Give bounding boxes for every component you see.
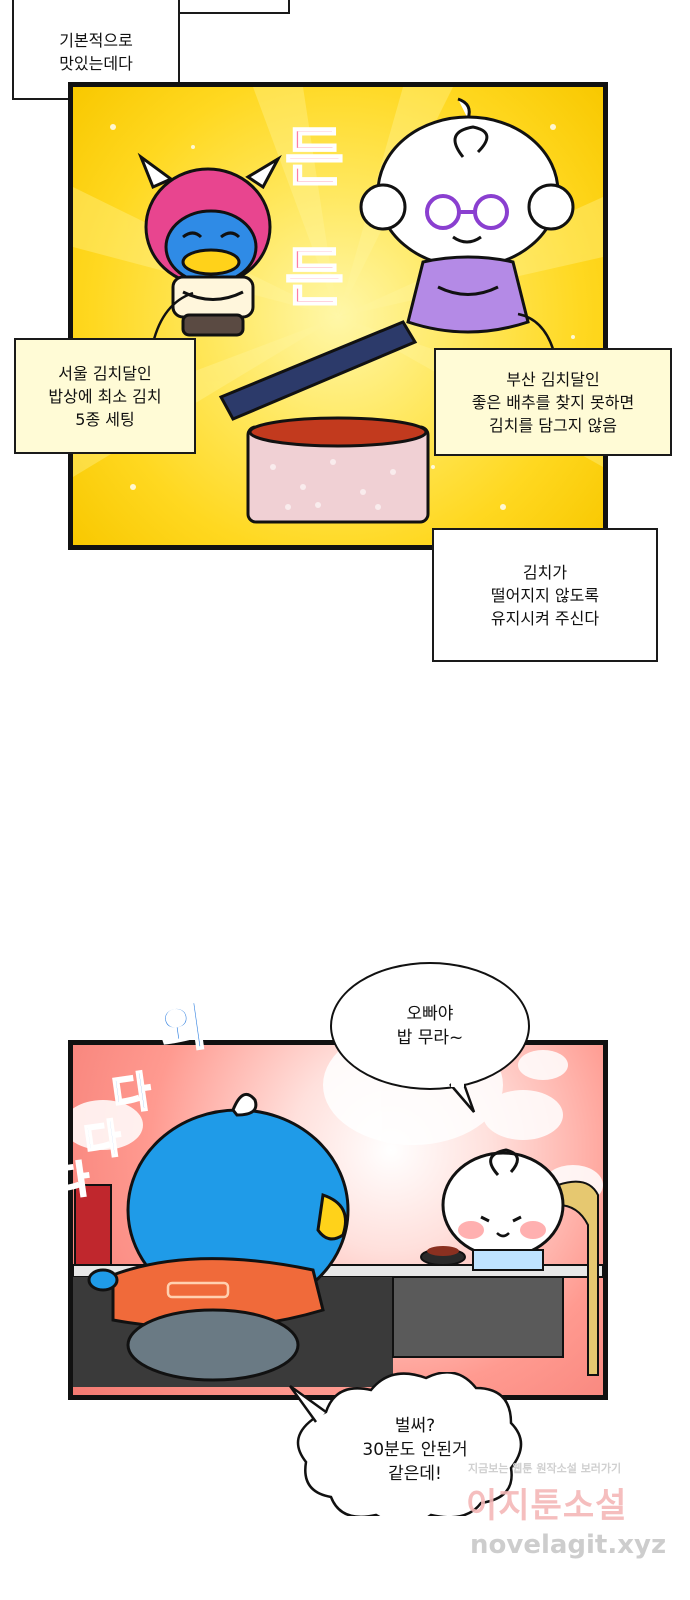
bubble-line: 벌써? <box>394 1416 436 1436</box>
caption-line: 기본적으로 <box>59 31 133 50</box>
watermark-url: novelagit.xyz <box>470 1530 667 1560</box>
caption-line: 맛있는데다 <box>59 54 133 73</box>
bubble-line: 30분도 안된거 <box>362 1440 468 1460</box>
caption-line: 김치가 <box>522 562 568 582</box>
panel-dinner-call <box>68 1040 608 1400</box>
caption-kimchi-stock: 김치가 떨어지지 않도록 유지시켜 주신다 <box>432 528 658 662</box>
caption-line: 김치를 담그지 않음 <box>489 415 617 435</box>
sfx-wa: 와 <box>156 995 214 1063</box>
caption-line: 떨어지지 않도록 <box>490 585 600 605</box>
blue-bird-figure <box>87 1092 350 1382</box>
sfx-dun-1: 든 <box>284 121 345 197</box>
sfx-da-3: 다 <box>51 1156 94 1206</box>
caption-line: 5종 세팅 <box>75 409 135 429</box>
caption-line: 부산 김치달인 <box>506 369 600 389</box>
caption-line: 좋은 배추를 찾지 못하면 <box>471 392 635 412</box>
caption-busan-master: 부산 김치달인 좋은 배추를 찾지 못하면 김치를 담그지 않음 <box>434 348 672 456</box>
sfx-da-2: 다 <box>81 1115 126 1168</box>
cloud-bubble-already: 벌써? 30분도 안된거 같은데! <box>320 1400 510 1500</box>
white-character-figure <box>420 1148 565 1271</box>
kimchi-container <box>218 320 430 524</box>
bubble-tail <box>449 1082 476 1113</box>
caption-edge <box>180 0 290 14</box>
bubble-line: 같은데! <box>388 1464 442 1484</box>
panel-kimchi-masters: 든 든 <box>68 82 608 550</box>
sfx-dun-2: 든 <box>284 241 345 317</box>
watermark-brand: 이지툰소설 <box>466 1486 628 1526</box>
bubble-line: 오빠야 <box>406 1004 454 1024</box>
panel2-art <box>73 1045 603 1387</box>
caption-line: 밥상에 최소 김치 <box>48 386 162 406</box>
bubble-line: 밥 무라~ <box>396 1028 464 1048</box>
caption-line: 유지시켜 주신다 <box>490 608 600 628</box>
caption-seoul-master: 서울 김치달인 밥상에 최소 김치 5종 세팅 <box>14 338 196 454</box>
watermark-tagline: 지금보는 웹툰 원작소설 보러가기 <box>468 1462 622 1475</box>
speech-bubble-oppa: 오빠야 밥 무라~ <box>330 962 530 1090</box>
cloud-bubble-shape <box>288 1372 523 1516</box>
caption-line: 서울 김치달인 <box>58 363 152 383</box>
busan-master-figure <box>359 97 575 334</box>
seoul-master-figure <box>137 152 282 337</box>
